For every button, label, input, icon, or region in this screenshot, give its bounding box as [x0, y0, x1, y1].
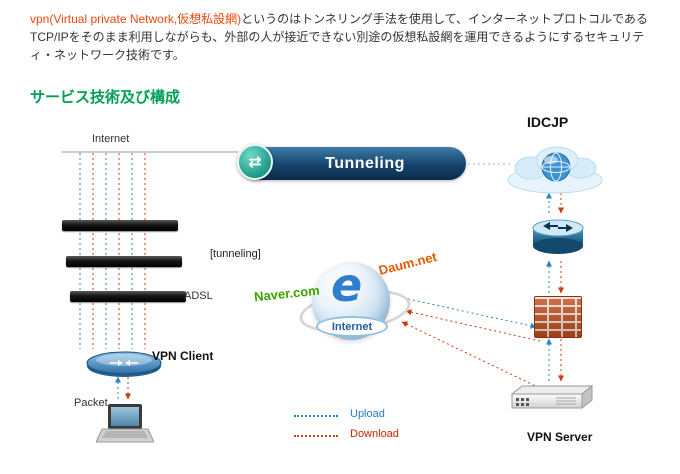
router-icon — [532, 219, 584, 254]
tunneling-banner: Tunneling — [240, 147, 466, 180]
adsl-modem-bar — [62, 220, 178, 231]
vpn-client-icon — [86, 351, 162, 377]
tunneling-banner-label: Tunneling — [325, 154, 405, 172]
intro-highlight: vpn(Virtual private Network,仮想私設網) — [30, 12, 242, 26]
upload-legend-label: Upload — [350, 408, 385, 420]
firewall-icon — [534, 296, 582, 338]
intro-body: というのはトンネリング手法を使用して、インターネットプロトコルであるTCP/IP… — [30, 12, 648, 62]
vpn-server-label: VPN Server — [527, 430, 593, 444]
adsl-label: ADSL — [184, 290, 213, 302]
tunneling-arrows-icon: ⇄ — [237, 144, 273, 180]
download-legend-label: Download — [350, 428, 399, 440]
laptop-icon — [96, 404, 154, 443]
adsl-modem-bar — [66, 256, 182, 267]
tunneling-arrows-glyph: ⇄ — [248, 154, 262, 171]
packet-label: Packet — [74, 397, 108, 409]
vpn-client-label: VPN Client — [152, 349, 214, 363]
idcjp-cloud-icon — [507, 146, 603, 194]
adsl-modem-bar — [70, 291, 186, 302]
section-title: サービス技術及び構成 — [30, 89, 181, 106]
download-legend-line — [294, 435, 338, 437]
internet-line-label: Internet — [92, 133, 130, 145]
internet-globe-label: Internet — [316, 316, 388, 337]
upload-legend-line — [294, 415, 338, 417]
tunneling-bracket-label: [tunneling] — [210, 248, 261, 260]
idcjp-label: IDCJP — [527, 114, 569, 130]
intro-paragraph: vpn(Virtual private Network,仮想私設網)というのはト… — [30, 10, 658, 64]
ie-e-icon: e — [331, 258, 363, 312]
vpn-server-icon — [510, 384, 594, 410]
